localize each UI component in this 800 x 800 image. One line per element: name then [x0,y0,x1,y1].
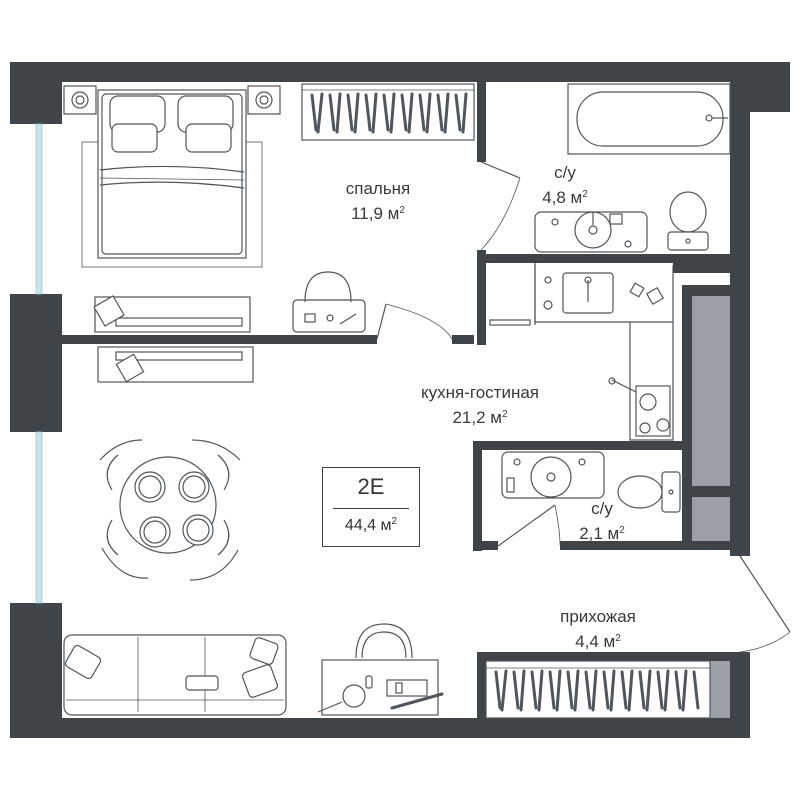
room-name: с/у [554,163,576,182]
dining-table-icon [99,439,241,581]
nightstand-icon [63,85,281,115]
room-label-kitchen-living: кухня-гостиная 21,2 м2 [395,382,565,429]
vanity-icon [292,271,366,333]
sink-icon [534,211,648,253]
wardrobe-icon [301,83,475,141]
windows [35,123,43,604]
apartment-info-card: 2Е 44,4 м2 [322,467,420,547]
bathtub-icon [567,83,731,155]
interior-walls [62,82,730,718]
tv-shelf-icon [93,295,254,383]
desk-icon [317,623,444,716]
sofa-icon [63,634,287,716]
hall-wardrobe-icon [485,660,711,719]
room-area: 11,9 м2 [351,204,405,223]
room-area: 4,4 м2 [575,632,621,651]
kitchen-counter-icon [489,263,674,441]
room-label-bedroom: спальня 11,9 м2 [318,178,438,225]
card-divider [333,508,409,509]
toilet-icon [667,191,709,251]
room-label-wc: с/у 2,1 м2 [566,498,638,545]
room-area: 2,1 м2 [579,524,625,543]
wc-toilet-icon [617,471,681,513]
room-label-hallway: прихожая 4,4 м2 [538,606,658,653]
apartment-type: 2Е [357,474,385,499]
apartment-total-area: 44,4 м2 [344,516,398,534]
room-area: 21,2 м2 [452,408,508,427]
exterior-walls [10,62,790,738]
room-name: с/у [591,499,613,518]
bed-icon [81,89,263,268]
room-name: прихожая [560,607,636,626]
room-name: кухня-гостиная [421,383,539,402]
stove-icon [608,377,671,437]
wc-sink-icon [501,451,605,499]
door-icon [376,161,791,653]
room-name: спальня [345,179,411,198]
room-area: 4,8 м2 [542,188,588,207]
room-label-bathroom: с/у 4,8 м2 [525,162,605,209]
